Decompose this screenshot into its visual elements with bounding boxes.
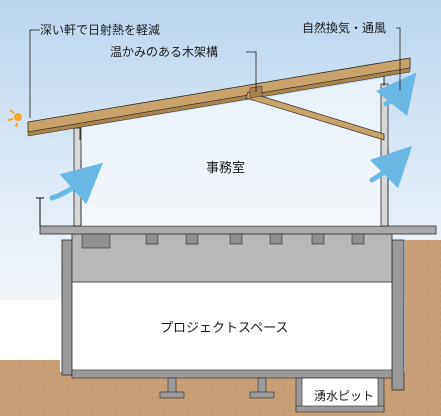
- footing-a: [167, 377, 177, 395]
- leader-ventilation: [396, 27, 401, 90]
- roof-joists: [59, 80, 341, 130]
- roof-diagonal-brace: [245, 91, 385, 141]
- label-project-space: プロジェクトスペース: [160, 321, 288, 336]
- label-office: 事務室: [206, 160, 245, 176]
- post-left: [73, 127, 82, 227]
- upper-floor-deck: [39, 225, 437, 235]
- footing-a-base: [159, 391, 185, 399]
- label-wood-structure: 温かみのある木架構: [110, 45, 218, 59]
- beam-4: [229, 233, 243, 245]
- beam-5: [269, 233, 283, 245]
- lower-wall-left: [61, 239, 73, 376]
- label-natural-ventilation: 自然換気・通風: [302, 20, 386, 35]
- sun-icon: [7, 109, 22, 128]
- project-space-room: [72, 280, 392, 370]
- beam-6: [311, 233, 325, 245]
- ground-left: [0, 360, 60, 372]
- label-drainage-pit: 湧水ピット: [314, 389, 374, 403]
- airflow-arrow-icon: [369, 145, 413, 189]
- beam-7: [351, 233, 365, 245]
- footing-b: [257, 377, 267, 395]
- lower-wall-right: [391, 239, 405, 391]
- footing-b-base: [249, 391, 275, 399]
- leader-wood-structure: [246, 51, 257, 92]
- roof-fascia: [27, 67, 411, 137]
- lower-floor-slab: [71, 369, 393, 379]
- airflow-arrow-icon: [375, 72, 417, 117]
- ground-right: [405, 240, 441, 416]
- label-deep-eaves: 深い軒で日射熱を軽減: [40, 22, 160, 37]
- drainage-pit-wall-left: [295, 377, 303, 411]
- airflow-arrow-icon: [49, 162, 103, 205]
- drainage-pit-wall-right: [377, 377, 385, 411]
- beam-2: [145, 233, 159, 245]
- beam-1: [81, 233, 111, 249]
- beam-3: [185, 233, 199, 245]
- drainage-pit-floor: [295, 405, 385, 413]
